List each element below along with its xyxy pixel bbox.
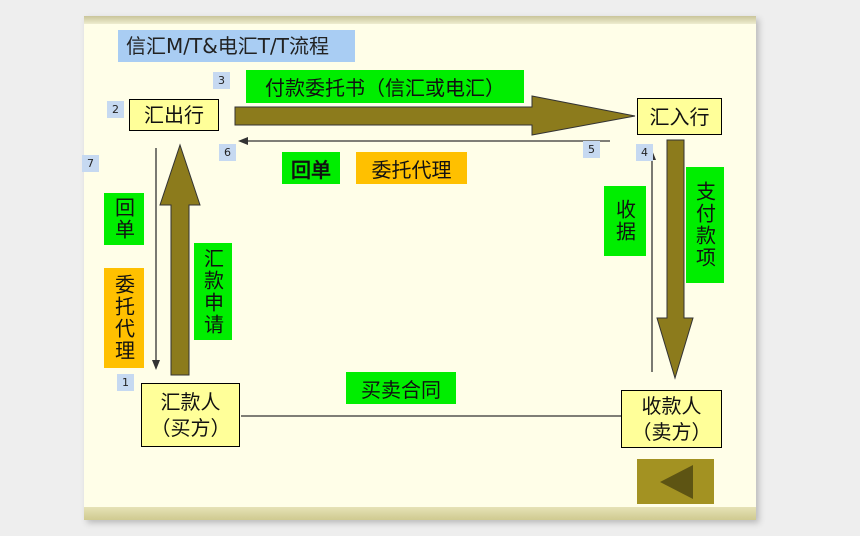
contract-label: 买卖合同 <box>346 372 456 404</box>
receipt-to-payer-arrowhead <box>152 360 160 370</box>
receipt-label-right: 收据 <box>604 186 646 256</box>
step-1-badge: 1 <box>117 374 134 391</box>
step-3-badge: 3 <box>213 72 230 89</box>
remit-application-label: 汇款申请 <box>194 243 232 340</box>
remitting-bank-node: 汇出行 <box>129 99 219 131</box>
step-7-badge: 7 <box>82 155 99 172</box>
slide-bottom-band <box>84 507 756 520</box>
slide-title: 信汇M/T&电汇T/T流程 <box>118 30 355 62</box>
pay-funds-arrow <box>656 139 694 380</box>
payee-role: （卖方） <box>631 420 712 444</box>
payment-order-arrow <box>234 95 636 136</box>
pay-funds-label: 支付款项 <box>686 167 724 283</box>
payee-name: 收款人 <box>641 394 702 418</box>
agency-label-left: 委托代理 <box>104 268 144 368</box>
step-4-badge: 4 <box>636 144 653 161</box>
remit-application-arrow <box>159 143 201 376</box>
agency-label-top: 委托代理 <box>356 152 467 184</box>
receipt-label-top: 回单 <box>282 152 340 184</box>
back-button[interactable] <box>637 459 714 504</box>
payee-node: 收款人 （卖方） <box>621 390 722 448</box>
payer-role: （买方） <box>150 416 231 440</box>
back-triangle-icon <box>660 465 693 499</box>
receipt-return-arrowhead <box>238 137 248 145</box>
payer-name: 汇款人 <box>160 390 221 414</box>
slide-top-band <box>84 16 756 24</box>
payment-order-label: 付款委托书（信汇或电汇） <box>246 70 524 103</box>
step-2-badge: 2 <box>107 101 124 118</box>
receipt-label-left: 回单 <box>104 193 144 245</box>
step-5-badge: 5 <box>583 141 600 158</box>
payer-node: 汇款人 （买方） <box>141 383 240 447</box>
step-6-badge: 6 <box>219 144 236 161</box>
receiving-bank-node: 汇入行 <box>637 98 722 135</box>
